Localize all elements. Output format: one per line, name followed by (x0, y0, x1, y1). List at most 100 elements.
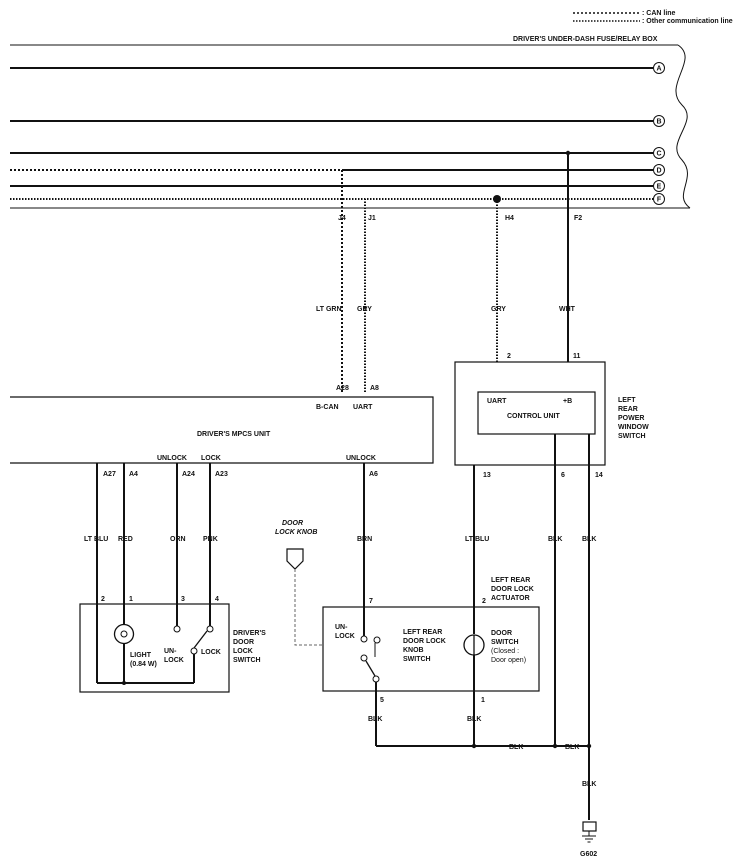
junction-dot-ground-3 (586, 743, 592, 749)
door-switch-name-1: DOOR (491, 630, 512, 637)
svg-text:F: F (657, 197, 662, 204)
window-switch-name-1: LEFT (618, 397, 636, 404)
wire-label-orn: ORN (170, 536, 186, 543)
lock-switch-name-3: LOCK (233, 648, 253, 655)
light-label-1: LIGHT (130, 652, 152, 659)
knob-icon (286, 548, 304, 570)
junction-dot-f (493, 195, 501, 203)
power-window-switch: 2 11 UART +B CONTROL UNIT LEFT REAR POWE… (454, 353, 649, 479)
common-contact-icon (190, 647, 198, 655)
knob-switch-unlock-1: UN- (335, 624, 348, 631)
control-unit-plus-b: +B (563, 398, 572, 405)
knob-contact-bottom-icon (372, 675, 380, 683)
unlock-contact-icon (173, 625, 181, 633)
mpcs-unlock-right: UNLOCK (346, 455, 376, 462)
knob-contact-right-icon (373, 636, 381, 644)
light-label-2: (0.84 W) (130, 661, 157, 668)
knob-switch-name-1: LEFT REAR (403, 629, 442, 636)
wire-lt-grn-can (341, 169, 653, 392)
mpcs-unit: A28 A8 B-CAN UART DRIVER'S MPCS UNIT UNL… (10, 385, 434, 478)
wire-label-blk-ground: BLK (582, 781, 596, 788)
lock-switch-name-1: DRIVER'S (233, 630, 266, 637)
terminal-d: D (653, 164, 665, 176)
window-switch-name-2: REAR (618, 406, 638, 413)
terminal-a: A (653, 62, 665, 74)
control-unit-uart: UART (487, 398, 507, 405)
pin-h4: H4 (505, 215, 514, 222)
wire-label-blk-5: BLK (368, 716, 382, 723)
window-pin-2: 2 (507, 353, 511, 360)
wire-label-pnk: PNK (203, 536, 218, 543)
mpcs-outline (10, 396, 434, 464)
ground-terminal-icon (582, 821, 597, 832)
mpcs-pin-a8: A8 (370, 385, 379, 392)
lock-switch-lock: LOCK (201, 649, 221, 656)
knob-title-2: LOCK KNOB (275, 529, 317, 536)
wire-label-lt-grn: LT GRN (316, 306, 342, 313)
terminal-e: E (653, 180, 665, 192)
mpcs-b-can: B-CAN (316, 404, 339, 411)
pin-j1: J1 (368, 215, 376, 222)
window-pin-13: 13 (483, 472, 491, 479)
door-switch-name-4: Door open) (491, 657, 526, 664)
door-lock-knob: DOOR LOCK KNOB (275, 520, 366, 646)
wire-label-blk-1: BLK (467, 716, 481, 723)
wire-label-red: RED (118, 536, 133, 543)
lock-switch-pin-2: 2 (101, 596, 105, 603)
actuator-name-2: DOOR LOCK (491, 586, 534, 593)
mpcs-pin-a28: A28 (336, 385, 349, 392)
svg-text:D: D (656, 168, 661, 175)
lock-switch-pin-1: 1 (129, 596, 133, 603)
light-bulb-icon (113, 623, 135, 645)
junction-dot-ground-1 (471, 743, 477, 749)
lock-switch-name-2: DOOR (233, 639, 254, 646)
lock-switch-unlock-1: UN- (164, 648, 177, 655)
window-pin-11: 11 (573, 353, 581, 360)
lock-switch-name-4: SWITCH (233, 657, 261, 664)
switch-blade-icon (193, 630, 208, 649)
knob-title-1: DOOR (282, 520, 303, 527)
door-lock-switch-outline (79, 603, 230, 693)
wire-label-lt-blu-1: LT BLU (84, 536, 108, 543)
lock-contact-icon (206, 625, 214, 633)
lock-switch-pin-4: 4 (215, 596, 219, 603)
knob-linkage (294, 569, 366, 646)
wire-label-brn: BRN (357, 536, 372, 543)
lock-switch-pin-3: 3 (181, 596, 185, 603)
wire-label-wht: WHT (559, 306, 576, 313)
mpcs-pin-a24: A24 (182, 471, 195, 478)
knob-switch-actuator: 7 UN- LOCK LEFT REAR DOOR LOCK KNOB SWIT… (322, 577, 540, 746)
knob-switch-pin-7: 7 (369, 598, 373, 605)
terminal-c: C (653, 147, 665, 159)
window-pin-14: 14 (595, 472, 603, 479)
window-switch-name-4: WINDOW (618, 424, 649, 431)
knob-switch-outline (322, 606, 540, 692)
knob-contact-top-icon (360, 635, 368, 643)
svg-text:E: E (657, 184, 662, 191)
control-unit-box (477, 391, 596, 435)
mpcs-uart: UART (353, 404, 373, 411)
mpcs-title: DRIVER'S MPCS UNIT (197, 431, 271, 438)
ground-g602: G602 (580, 821, 597, 858)
junction-dot-light (122, 681, 126, 685)
pin-f2: F2 (574, 215, 582, 222)
knob-contact-mid-icon (360, 654, 368, 662)
junction-dot-c (565, 150, 571, 156)
actuator-name-3: ACTUATOR (491, 595, 530, 602)
legend: : CAN line : Other communication line (573, 10, 733, 25)
window-switch-name-3: POWER (618, 415, 644, 422)
window-pin-6: 6 (561, 472, 565, 479)
legend-other-label: : Other communication line (642, 18, 733, 25)
terminal-b: B (653, 115, 665, 127)
actuator-pin-1: 1 (481, 697, 485, 704)
svg-text:A: A (656, 66, 661, 73)
wire-label-gry-2: GRY (491, 306, 506, 313)
wire-label-blk-6: BLK (548, 536, 562, 543)
mpcs-pin-a27: A27 (103, 471, 116, 478)
window-switch-name-5: SWITCH (618, 433, 646, 440)
door-switch-name-3: (Closed : (491, 648, 519, 655)
svg-text:B: B (656, 119, 661, 126)
mpcs-pin-a4: A4 (129, 471, 138, 478)
